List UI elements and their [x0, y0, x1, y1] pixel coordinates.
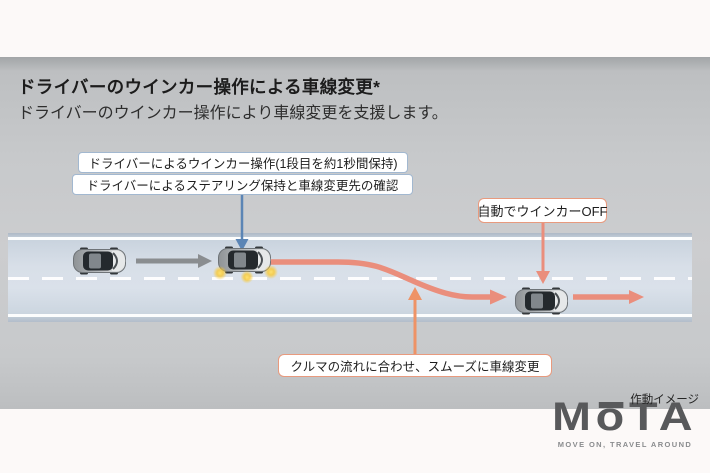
- callout-winker-operation: ドライバーによるウインカー操作(1段目を約1秒間保持): [78, 152, 408, 173]
- lane-divider-dashed-line: [8, 277, 692, 280]
- signaling-car-icon: [217, 245, 272, 275]
- callout-winker-operation-label: ドライバーによるウインカー操作(1段目を約1秒間保持): [88, 157, 398, 171]
- page-subtitle: ドライバーのウインカー操作により車線変更を支援します。: [18, 105, 448, 122]
- merged-car-icon: [514, 286, 569, 316]
- callout-auto-winker-off: 自動でウインカーOFF: [477, 198, 608, 223]
- road-edge-line-bottom: [8, 314, 692, 317]
- callout-smooth-lane-change-label: クルマの流れに合わせ、スムーズに車線変更: [290, 360, 540, 374]
- operation-image-note: 作動イメージ: [630, 394, 699, 406]
- callout-steering-hold: ドライバーによるステアリング保持と車線変更先の確認: [72, 174, 413, 195]
- logo-letter-t: T: [628, 395, 659, 439]
- mota-logo: MoTA MOVE ON, TRAVEL AROUND: [552, 397, 700, 449]
- blinker-glow-icon: [240, 270, 254, 284]
- road-edge-line-top: [8, 237, 692, 240]
- blinker-glow-icon: [213, 266, 227, 280]
- mota-logo-letters: MoTA: [552, 397, 710, 437]
- lead-car-icon: [72, 246, 127, 276]
- logo-letter-o-macron: o: [595, 395, 629, 439]
- logo-letter-a: A: [658, 395, 698, 439]
- blinker-glow-icon: [264, 265, 278, 279]
- mota-logo-tagline: MOVE ON, TRAVEL AROUND: [557, 440, 693, 449]
- callout-steering-hold-label: ドライバーによるステアリング保持と車線変更先の確認: [86, 179, 399, 193]
- forward-arrow-head: [198, 254, 212, 268]
- callout-smooth-lane-change: クルマの流れに合わせ、スムーズに車線変更: [278, 354, 552, 377]
- lane-change-path-arrow-head: [490, 289, 507, 305]
- road: [8, 233, 692, 322]
- lane-change-path: [268, 259, 493, 300]
- exit-arrow-head: [629, 290, 644, 304]
- smooth-note-arrow-head: [408, 287, 422, 300]
- callout-auto-winker-off-label: 自動でウインカーOFF: [477, 204, 608, 219]
- auto-off-arrow-head: [536, 271, 550, 284]
- winker-instruction-arrow-head: [235, 239, 249, 251]
- logo-letter-m: M: [552, 395, 596, 439]
- page-title: ドライバーのウインカー操作による車線変更*: [18, 77, 381, 97]
